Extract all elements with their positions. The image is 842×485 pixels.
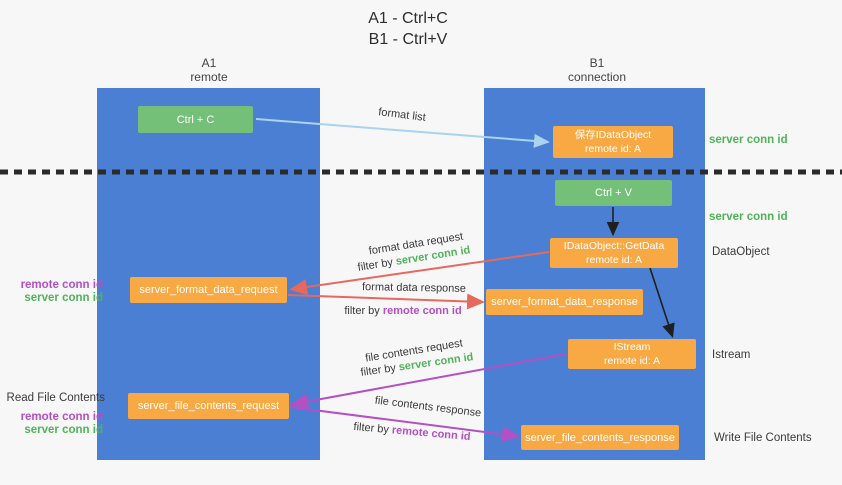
istream-box: IStream remote id: A xyxy=(568,339,696,369)
filter-by-text: filter by xyxy=(356,255,397,274)
ctrl-v-box: Ctrl + V xyxy=(555,180,672,206)
server-conn-id-label-file: server conn id xyxy=(24,424,103,436)
istream-line1: IStream xyxy=(613,340,651,353)
read-file-contents-label: Read File Contents xyxy=(6,392,105,404)
idataobject-getdata-box: IDataObject::GetData remote id: A xyxy=(550,238,678,268)
server-conn-id-label-format: server conn id xyxy=(24,292,103,304)
getdata-line2: remote id: A xyxy=(585,254,643,266)
remote-conn-id-label-file: remote conn id xyxy=(20,411,103,423)
remote-conn-id-text: remote conn id xyxy=(391,424,471,444)
column-header-b1: B1 connection xyxy=(527,56,667,84)
remote-conn-id-text: remote conn id xyxy=(382,305,462,317)
diagram-title: A1 - Ctrl+C B1 - Ctrl+V xyxy=(308,8,508,50)
format-list-label: format list xyxy=(377,106,427,124)
istream-line2: remote id: A xyxy=(603,355,661,367)
write-file-contents-label: Write File Contents xyxy=(714,432,812,444)
column-a1-name: A1 xyxy=(201,56,217,70)
server-file-contents-request-box: server_file_contents_request xyxy=(128,393,289,419)
getdata-line1: IDataObject::GetData xyxy=(563,239,665,252)
format-response-filter-label: filter by remote conn id xyxy=(344,305,461,317)
save-idataobject-line2: remote id: A xyxy=(584,143,642,155)
file-contents-response-label: file contents response xyxy=(374,394,482,420)
column-b1-name: B1 xyxy=(589,56,605,70)
column-header-a1: A1 remote xyxy=(139,56,279,84)
filter-by-text: filter by xyxy=(344,305,383,317)
column-a1-subtitle: remote xyxy=(190,70,228,84)
save-idataobject-line1: 保存IDataObject xyxy=(574,128,652,141)
istream-side-label: Istream xyxy=(712,349,751,361)
title-line-1: A1 - Ctrl+C xyxy=(368,10,448,27)
format-data-response-label: format data response xyxy=(361,281,467,295)
server-format-data-response-box: server_format_data_response xyxy=(486,289,643,315)
save-idataobject-box: 保存IDataObject remote id: A xyxy=(553,126,673,158)
ctrl-c-box: Ctrl + C xyxy=(138,106,253,133)
dataobject-label: DataObject xyxy=(712,246,770,258)
server-conn-id-label-top: server conn id xyxy=(709,134,788,146)
filter-by-text: filter by xyxy=(353,420,393,437)
file-response-filter-label: filter by remote conn id xyxy=(353,421,471,443)
title-line-2: B1 - Ctrl+V xyxy=(368,31,448,48)
server-format-data-request-box: server_format_data_request xyxy=(130,277,287,303)
column-b1-subtitle: connection xyxy=(567,70,627,84)
server-file-contents-response-box: server_file_contents_response xyxy=(521,425,679,450)
server-conn-id-label-mid: server conn id xyxy=(709,211,788,223)
remote-conn-id-label-format: remote conn id xyxy=(20,279,103,291)
